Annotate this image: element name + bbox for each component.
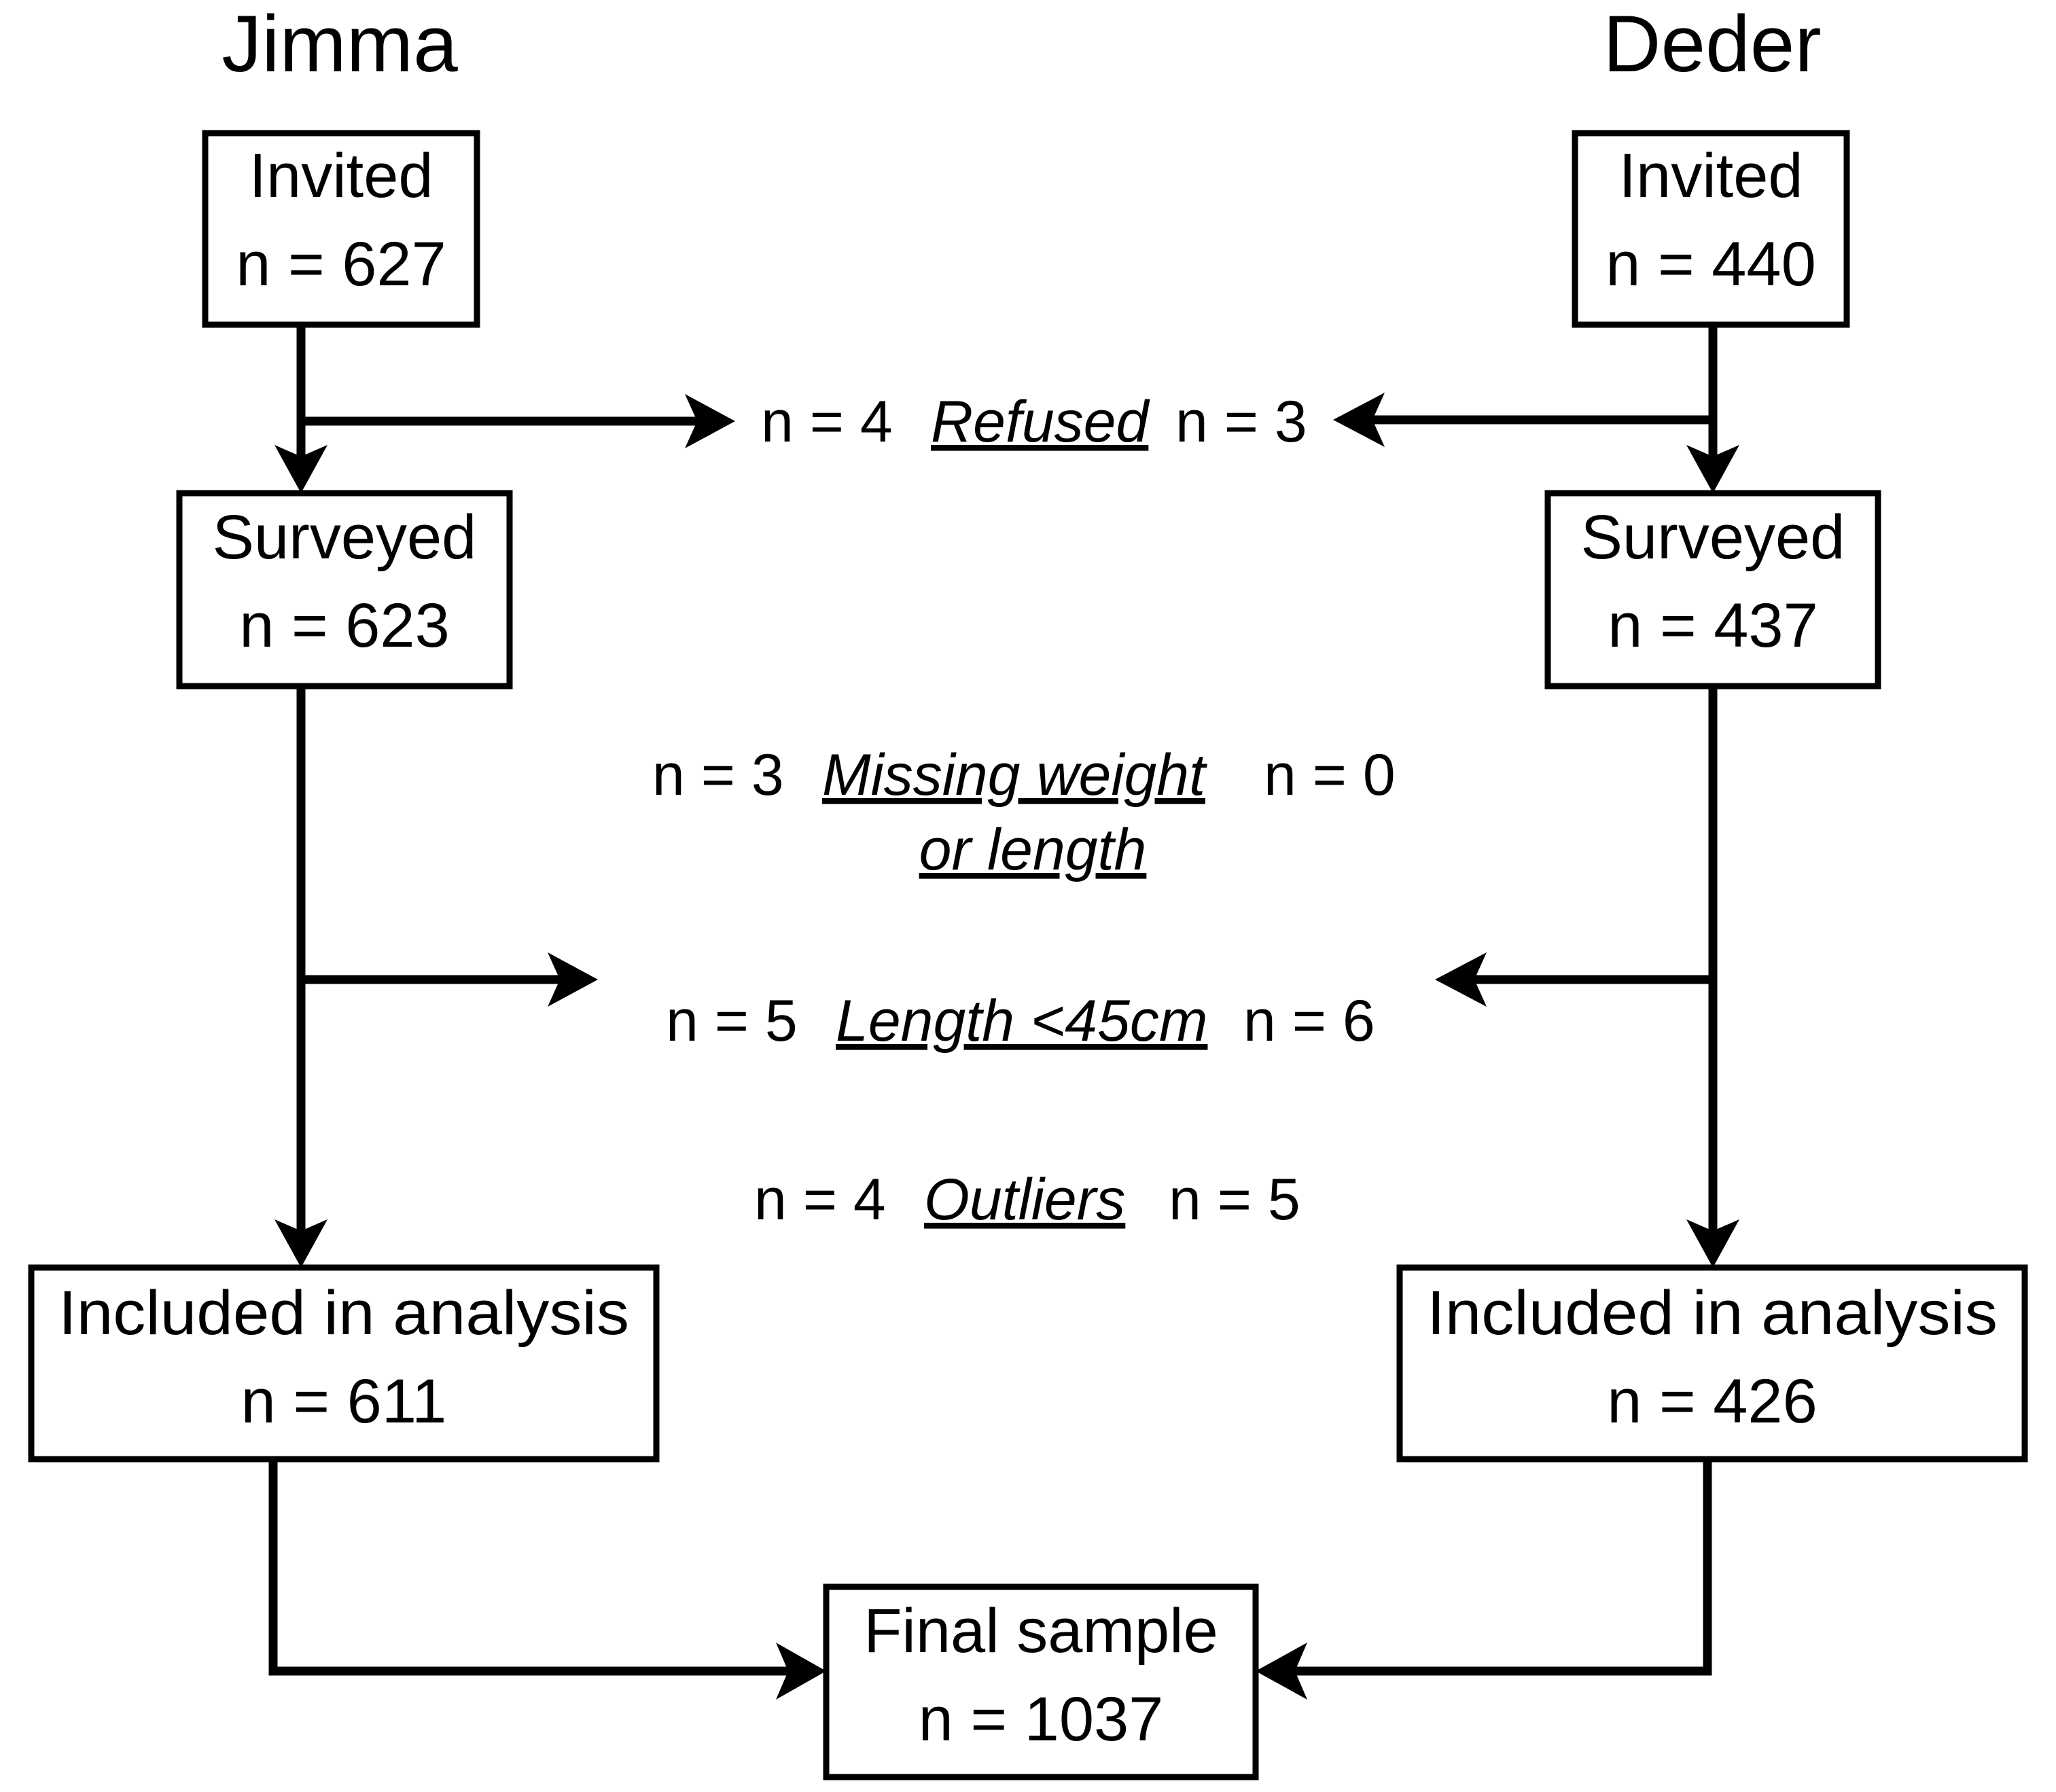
exclusion-missing-right-count: n = 0 [1264, 742, 1396, 808]
arrowhead-jimma-refused [685, 394, 735, 448]
arrowhead-jimma-included-to-final [776, 1643, 826, 1700]
box-jimma-invited-count: n = 627 [236, 230, 446, 299]
box-jimma-invited [202, 130, 480, 328]
box-deder-included-count: n = 426 [1607, 1367, 1818, 1436]
exclusion-outliers-right-count: n = 5 [1169, 1167, 1300, 1232]
box-final-sample [823, 1583, 1259, 1780]
arrowhead-deder-included-to-final [1256, 1643, 1307, 1700]
site-title-deder: Deder [1603, 0, 1821, 89]
box-deder-included-label: Included in analysis [1427, 1278, 1998, 1348]
site-title-jimma: Jimma [221, 0, 458, 89]
box-jimma-invited-label: Invited [249, 141, 433, 211]
arrowhead-deder-length [1435, 952, 1487, 1007]
box-jimma-surveyed-count: n = 623 [239, 591, 450, 660]
arrowhead-deder-invited-to-surveyed [1686, 445, 1739, 493]
exclusion-outliers-reason: Outliers [924, 1167, 1125, 1232]
box-deder-surveyed-count: n = 437 [1608, 591, 1818, 660]
arrowhead-deder-refused [1333, 393, 1385, 447]
exclusion-length-reason: Length <45cm [836, 988, 1207, 1054]
box-deder-included [1396, 1264, 2028, 1463]
box-jimma-surveyed [176, 490, 513, 689]
box-deder-surveyed-label: Surveyed [1581, 503, 1845, 572]
exclusion-missing-reason: Missing weight [822, 742, 1207, 808]
connector-jimma-included-to-final [268, 1459, 788, 1676]
box-deder-invited-label: Invited [1618, 141, 1803, 211]
box-deder-invited [1572, 130, 1850, 328]
exclusion-missing-left-count: n = 3 [652, 742, 784, 808]
exclusion-outliers-left-count: n = 4 [754, 1167, 886, 1232]
box-jimma-included-label: Included in analysis [58, 1278, 629, 1348]
exclusion-refused-left-count: n = 4 [761, 389, 893, 454]
box-deder-surveyed [1544, 490, 1881, 689]
exclusion-refused-reason: Refused [931, 389, 1150, 454]
box-jimma-included-count: n = 611 [241, 1367, 447, 1436]
exclusion-length-left-count: n = 5 [666, 988, 798, 1054]
arrowhead-deder-surveyed-to-included [1686, 1219, 1739, 1268]
arrowhead-jimma-surveyed-to-included [274, 1219, 327, 1268]
arrowhead-jimma-length [548, 952, 598, 1007]
box-jimma-surveyed-label: Surveyed [213, 503, 477, 572]
arrowhead-jimma-invited-to-surveyed [274, 445, 327, 493]
box-final-sample-count: n = 1037 [919, 1685, 1164, 1754]
connector-deder-included-to-final [1292, 1459, 1712, 1676]
exclusion-refused-right-count: n = 3 [1175, 389, 1307, 454]
exclusion-length-right-count: n = 6 [1243, 988, 1375, 1054]
exclusion-missing-reason-line2: or length [919, 817, 1147, 882]
box-jimma-included [28, 1264, 660, 1463]
box-final-sample-label: Final sample [864, 1596, 1218, 1666]
box-deder-invited-count: n = 440 [1606, 230, 1816, 299]
